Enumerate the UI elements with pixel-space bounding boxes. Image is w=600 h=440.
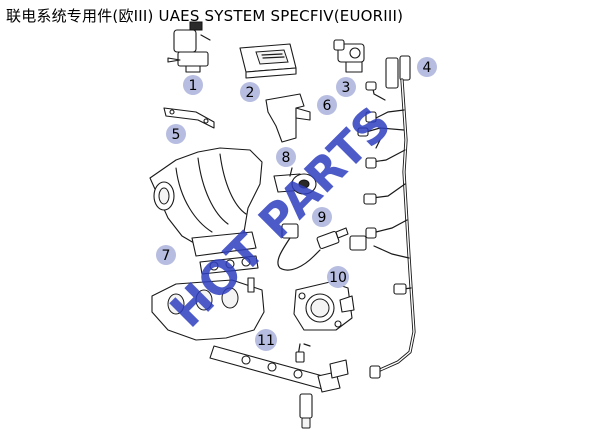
callout-4: 4 (417, 57, 437, 77)
callout-1-number: 1 (189, 78, 198, 94)
callout-8: 8 (276, 147, 296, 167)
part-6-ecu-bracket (265, 93, 311, 143)
callout-10-number: 10 (329, 270, 347, 286)
callout-7-number: 7 (162, 248, 171, 264)
callout-6-number: 6 (323, 98, 332, 114)
callout-11-number: 11 (257, 333, 275, 349)
part-8-knock-sensor (273, 167, 317, 195)
callout-2: 2 (240, 82, 260, 102)
part-1-idle-air-valve (167, 21, 211, 73)
callout-6: 6 (317, 95, 337, 115)
part-5-bracket (163, 107, 215, 129)
callout-1: 1 (183, 75, 203, 95)
callout-3-number: 3 (342, 80, 351, 96)
callout-9: 9 (312, 207, 332, 227)
part-3-sensor (333, 39, 365, 73)
callout-5: 5 (166, 124, 186, 144)
callout-11: 11 (255, 329, 277, 351)
callout-7: 7 (156, 245, 176, 265)
callout-5-number: 5 (172, 127, 181, 143)
part-11-fuel-rail (209, 343, 349, 429)
callout-8-number: 8 (282, 150, 291, 166)
page-title: 联电系统专用件(欧III) UAES SYSTEM SPECFIV(EUORII… (6, 7, 404, 25)
callout-3: 3 (336, 77, 356, 97)
part-2-ecu (239, 43, 297, 79)
callout-2-number: 2 (246, 85, 255, 101)
callout-4-number: 4 (423, 60, 432, 76)
part-7-intake-manifold (149, 147, 265, 341)
part-9-oxygen-sensor (277, 223, 349, 271)
part-10-throttle-body (293, 281, 355, 331)
part-4-wiring-harness (349, 55, 416, 379)
callout-10: 10 (327, 266, 349, 288)
callout-9-number: 9 (318, 210, 327, 226)
